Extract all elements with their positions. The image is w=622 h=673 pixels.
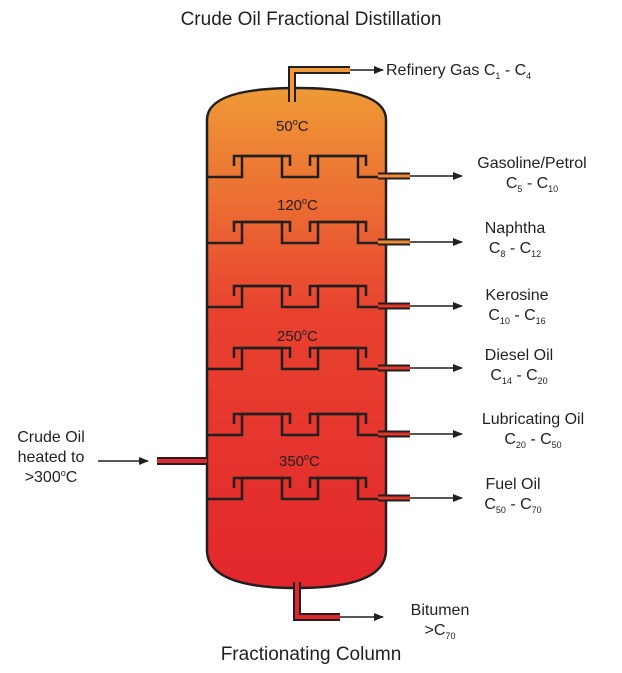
bubble-cap-6-2 (308, 476, 368, 488)
bottom-product-label: Bitumen >C70 (410, 602, 470, 641)
diagram-title: Crude Oil Fractional Distillation (180, 9, 442, 30)
fraction-label-lubricating: Lubricating Oil C20 - C50 (481, 411, 585, 450)
bubble-cap-4-1 (232, 346, 292, 358)
tray-4 (207, 346, 378, 371)
fraction-label-naphtha: Naphtha C8 - C12 (484, 220, 546, 259)
fraction-label-diesel: Diesel Oil C14 - C20 (484, 347, 554, 386)
column-caption: Fractionating Column (220, 644, 402, 665)
top-product-label: Refinery Gas C1 - C4 (386, 62, 532, 81)
fraction-label-kerosine: Kerosine C10 - C16 (485, 287, 549, 326)
tray-1 (207, 154, 378, 179)
bubble-cap-3-2 (308, 284, 368, 296)
temperature-label-250: 250oC (277, 327, 318, 346)
bubble-cap-6-1 (232, 476, 292, 488)
fraction-label-fuel-oil: Fuel Oil C50 - C70 (484, 476, 542, 515)
tray-group (207, 154, 463, 502)
tray-3 (207, 284, 378, 309)
tray-6 (207, 476, 378, 501)
fraction-label-gasoline: Gasoline/Petrol C5 - C10 (477, 155, 587, 194)
bubble-cap-2-1 (232, 220, 292, 232)
bubble-cap-5-2 (308, 412, 368, 424)
bubble-cap-2-2 (308, 220, 368, 232)
feed-label: Crude Oil heated to >300oC (17, 429, 85, 486)
temperature-label-50: 50oC (276, 117, 309, 136)
tray-2 (207, 220, 378, 245)
bubble-cap-3-1 (232, 284, 292, 296)
tray-5 (207, 412, 378, 437)
temperature-label-350: 350oC (279, 452, 320, 471)
bubble-cap-5-1 (232, 412, 292, 424)
bubble-cap-1-2 (308, 154, 368, 166)
bubble-cap-4-2 (308, 346, 368, 358)
temperature-label-120: 120oC (277, 196, 318, 215)
column-body (205, 86, 388, 590)
bubble-cap-1-1 (232, 154, 292, 166)
